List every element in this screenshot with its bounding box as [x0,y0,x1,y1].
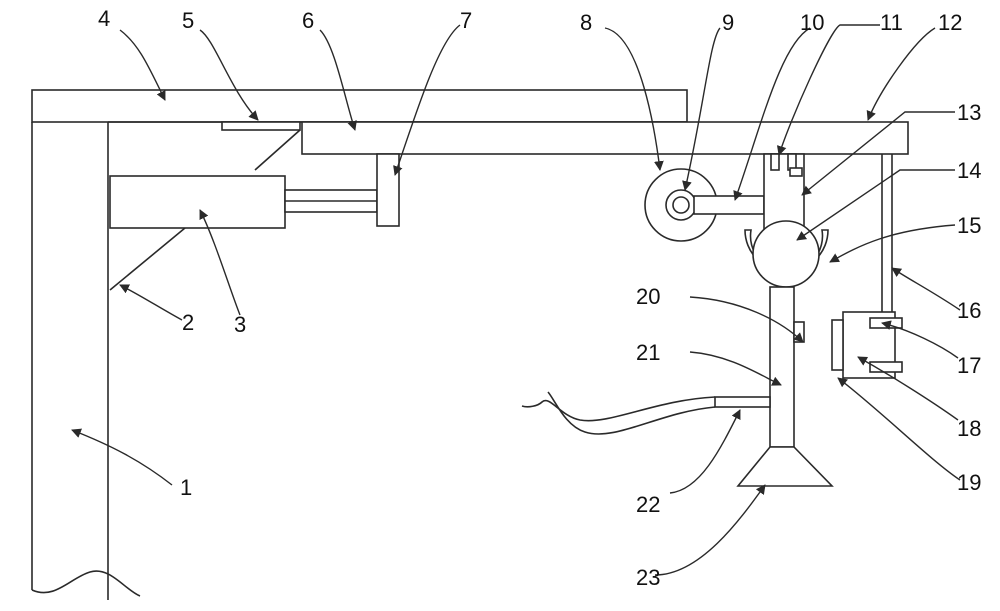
wheel-hub-inner [672,196,690,214]
leader-16 [891,267,961,311]
leader-7 [393,24,461,176]
callout-4: 4 [98,6,110,31]
callout-18: 18 [957,416,981,441]
connecting-rod [693,195,765,215]
callout-17: 17 [957,353,981,378]
leader-22 [669,409,741,494]
leader-5 [199,29,259,121]
hose-top-edge [521,396,716,422]
leader-6 [319,29,357,131]
callout-21: 21 [636,340,660,365]
leader-12 [866,27,936,121]
leader-13 [801,111,955,196]
callout-5: 5 [182,8,194,33]
callout-9: 9 [722,10,734,35]
callout-23: 23 [636,565,660,590]
leader-18 [857,356,959,421]
hose-bottom-edge [547,391,716,435]
leader-3 [199,209,241,316]
lower-brace [109,227,186,291]
switch-tab-lower [869,361,903,373]
push-plate [376,153,400,227]
leader-14 [796,169,955,241]
callout-19: 19 [957,470,981,495]
callout-10: 10 [800,10,824,35]
leader-lines [71,24,961,576]
callout-12: 12 [938,10,962,35]
callout-7: 7 [460,8,472,33]
callout-16: 16 [957,298,981,323]
fixing-block [789,167,803,177]
callout-13: 13 [957,100,981,125]
sliding-plate [301,121,909,155]
nozzle-tube [769,286,795,448]
leader-17 [881,320,959,359]
callout-15: 15 [957,213,981,238]
leader-23 [654,484,766,576]
ball-joint [752,220,820,288]
hose-connector [714,396,771,408]
leader-19 [837,377,961,481]
leader-20 [689,296,804,343]
switch-tab-upper [869,317,903,329]
callout-22: 22 [636,492,660,517]
slide-rail-block [221,121,301,131]
leader-1 [71,428,173,486]
leader-11 [776,24,880,156]
callout-3: 3 [234,312,246,337]
callout-2: 2 [182,310,194,335]
leader-21 [689,351,782,386]
switch-button [831,319,844,371]
leader-2 [119,284,183,321]
top-beam [31,89,688,123]
callout-6: 6 [302,8,314,33]
leader-15 [829,224,956,263]
leader-8 [604,27,664,171]
callout-20: 20 [636,284,660,309]
callout-8: 8 [580,10,592,35]
frame-post [31,122,141,600]
callout-14: 14 [957,158,981,183]
leader-4 [119,29,166,101]
upper-brace [254,129,301,171]
cylinder-body [109,175,286,229]
leader-9 [682,27,721,191]
small-clip-left [770,153,780,171]
leader-10 [733,27,811,201]
callout-1: 1 [180,475,192,500]
suction-cup [736,446,834,487]
callout-11: 11 [880,10,903,35]
